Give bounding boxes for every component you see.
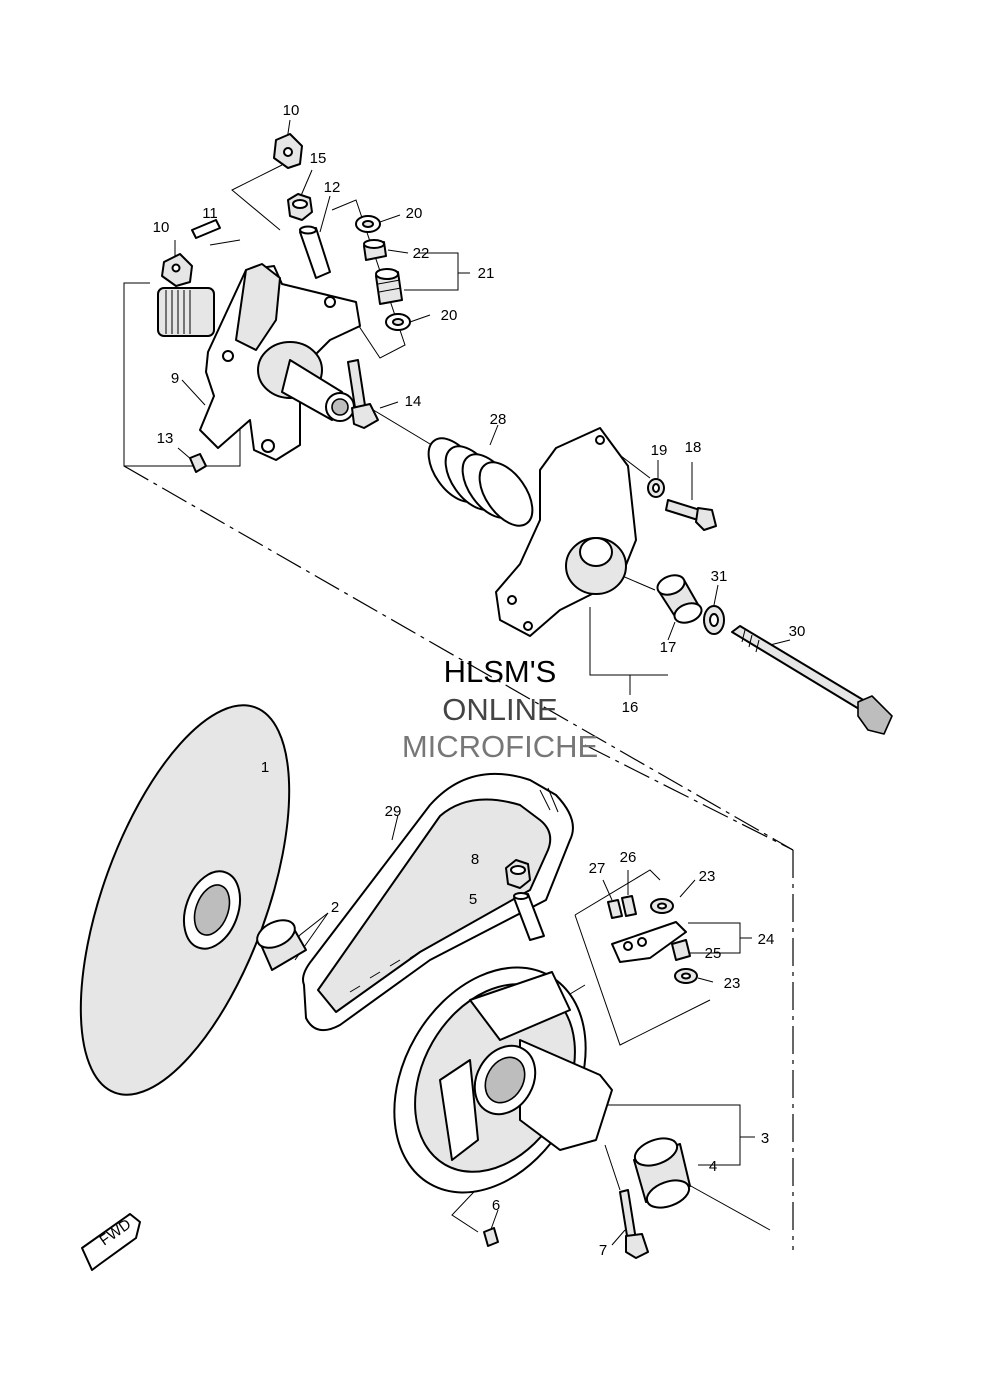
bolt-14 (347, 359, 379, 429)
callout-15: 15 (310, 150, 327, 167)
callout-5: 5 (469, 891, 477, 908)
callout-19: 19 (651, 442, 668, 459)
pin-12 (299, 225, 331, 279)
cover-plate-16 (495, 427, 637, 637)
bushing-2 (256, 919, 307, 971)
bearing-4 (633, 1137, 691, 1209)
callout-4: 4 (709, 1158, 717, 1175)
spider-hub-9 (157, 263, 361, 461)
pin-6 (483, 1227, 499, 1247)
sheave-1 (79, 704, 291, 1096)
callout-13: 13 (157, 430, 174, 447)
callout-26: 26 (620, 849, 637, 866)
callout-1: 1 (261, 759, 269, 776)
fwd-arrow-icon: FWD (81, 1213, 141, 1271)
washer-31 (703, 605, 725, 635)
callout-2: 2 (331, 899, 339, 916)
callout-10: 10 (283, 102, 300, 119)
pin-11 (191, 219, 221, 239)
washer-20-upper (355, 215, 381, 233)
sleeve-5 (513, 892, 545, 941)
pin-13 (189, 453, 207, 473)
callout-20: 20 (406, 205, 423, 222)
slider-block-top (273, 133, 303, 169)
callout-14: 14 (405, 393, 422, 410)
washer-23-upper (650, 898, 674, 914)
washer-19 (647, 478, 665, 498)
callout-23: 23 (699, 868, 716, 885)
belt-29 (302, 772, 574, 1032)
slider-block-left (161, 253, 193, 287)
callout-16: 16 (622, 699, 639, 716)
callout-31: 31 (711, 568, 728, 585)
nut-15 (287, 193, 313, 221)
bushing-22 (363, 239, 387, 261)
callout-7: 7 (599, 1242, 607, 1259)
callout-11: 11 (202, 205, 218, 222)
arm-bracket-24 (611, 921, 687, 963)
bushing-17 (656, 574, 703, 624)
washer-20-lower (385, 313, 411, 331)
callout-28: 28 (490, 411, 507, 428)
callout-29: 29 (385, 803, 402, 820)
callout-labels: 10 15 12 20 10 11 22 21 20 9 14 13 28 19… (153, 102, 806, 1259)
callout-17: 17 (660, 639, 677, 656)
nut-8 (505, 859, 531, 889)
roller-21 (375, 268, 403, 305)
callout-10: 10 (153, 219, 170, 236)
screw-27 (607, 899, 623, 919)
spring-28 (427, 437, 534, 527)
callout-3: 3 (761, 1130, 769, 1147)
callout-24: 24 (758, 931, 775, 948)
callout-22: 22 (413, 245, 430, 262)
watermark-line-1: HLSM'S (444, 654, 557, 689)
callout-18: 18 (685, 439, 702, 456)
assembly-boundary (123, 282, 794, 1250)
washer-23-lower (674, 968, 698, 984)
watermark-line-3: MICROFICHE (402, 729, 598, 764)
bolt-7 (619, 1189, 649, 1259)
watermark: HLSM'S ONLINE MICROFICHE (402, 654, 598, 764)
callout-25: 25 (705, 945, 722, 962)
callout-23: 23 (724, 975, 741, 992)
bolt-30 (731, 625, 893, 735)
callout-8: 8 (471, 851, 479, 868)
watermark-line-2: ONLINE (442, 692, 557, 727)
callout-12: 12 (324, 179, 341, 196)
screw-26 (621, 895, 637, 917)
callout-30: 30 (789, 623, 806, 640)
sheave-hub-3 (393, 966, 613, 1194)
bolt-18 (665, 499, 717, 531)
callout-9: 9 (171, 370, 179, 387)
callout-6: 6 (492, 1197, 500, 1214)
callout-21: 21 (478, 265, 495, 282)
callout-27: 27 (589, 860, 606, 877)
roller-25 (671, 939, 691, 961)
callout-20: 20 (441, 307, 458, 324)
